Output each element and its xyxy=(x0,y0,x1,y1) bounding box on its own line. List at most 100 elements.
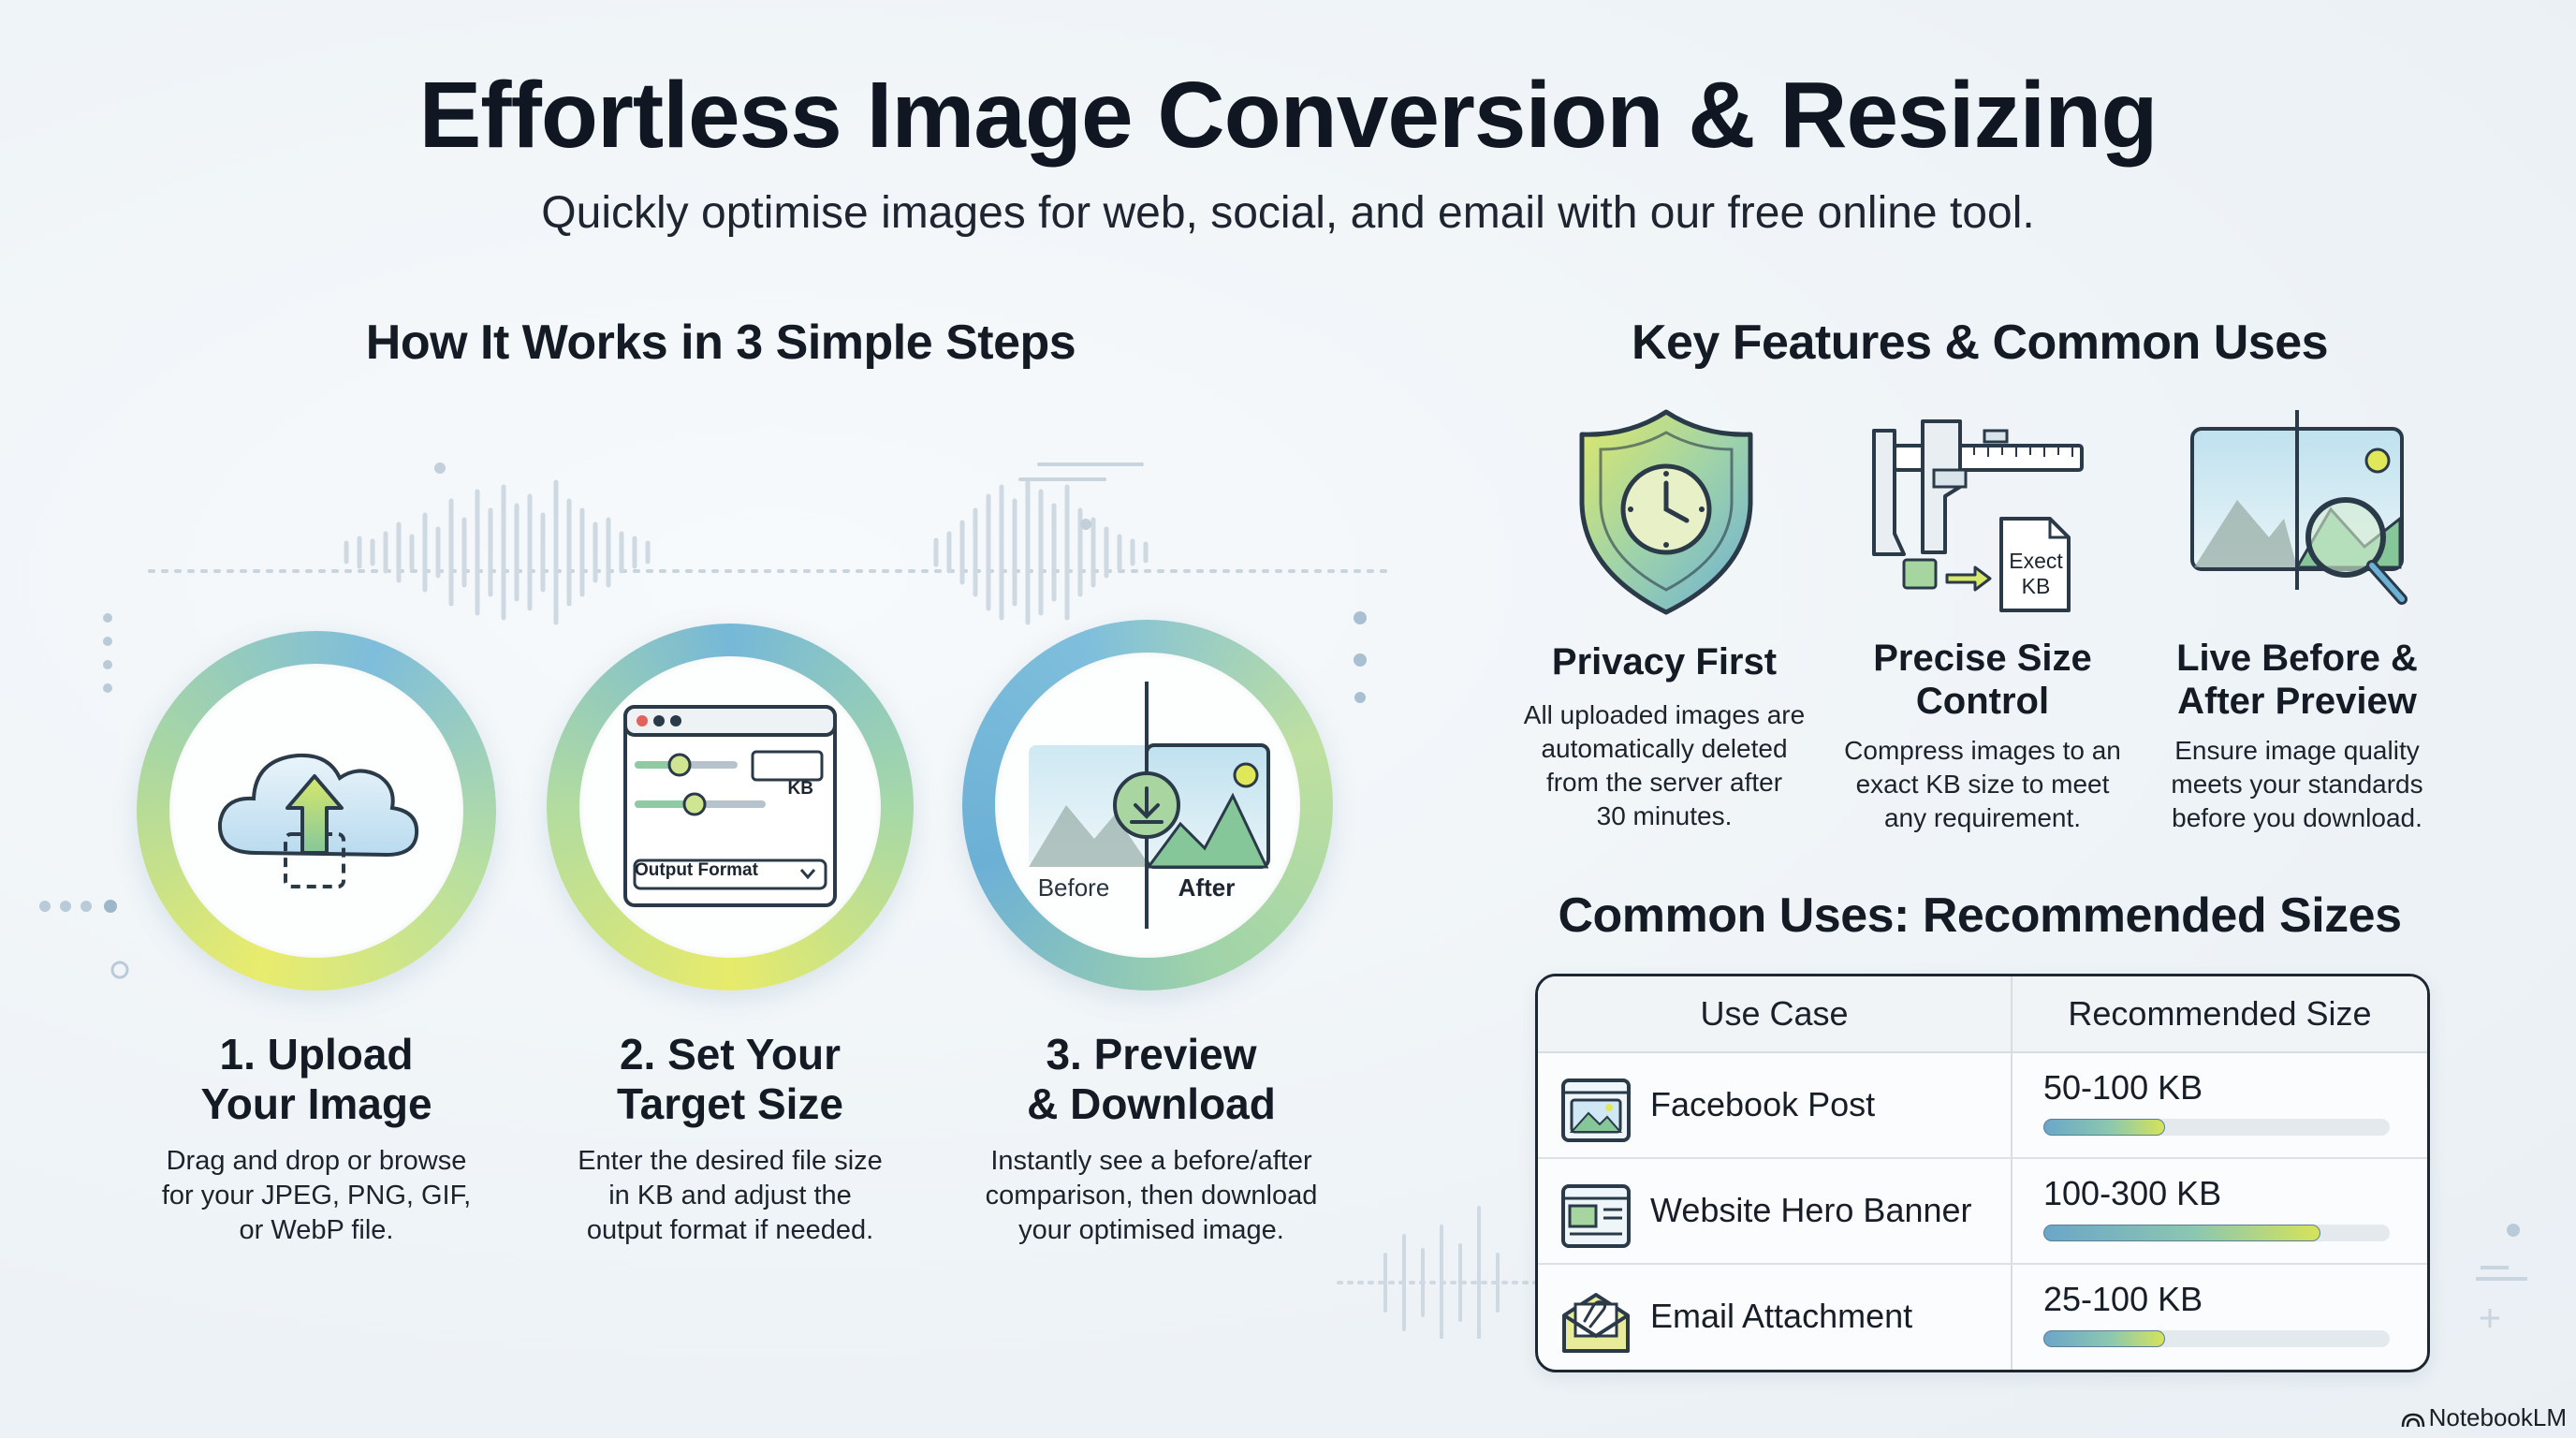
image-magnifier-icon xyxy=(2190,410,2408,605)
file-label-line1: Exect xyxy=(2009,549,2063,573)
step-circle: KB Output Format xyxy=(579,656,881,958)
step-3-title-line2: & Download xyxy=(1027,1079,1276,1128)
feature-2-title: Precise Size Control xyxy=(1814,637,2151,723)
feature-3-description: Ensure image quality meets your standard… xyxy=(2129,734,2466,835)
step-1-title-line1: 1. Upload xyxy=(219,1030,414,1078)
web-banner-icon xyxy=(1561,1184,1631,1248)
feature-1-title-line1: Privacy First xyxy=(1551,641,1778,682)
step-3-desc-line3: your optimised image. xyxy=(1018,1215,1284,1245)
step-1-desc-line3: or WebP file. xyxy=(239,1215,394,1245)
step-circle xyxy=(169,664,463,958)
step-3-desc-line2: comparison, then download xyxy=(985,1181,1318,1211)
use-case-label: Website Hero Banner xyxy=(1650,1191,1972,1229)
step-preview-download: Before After xyxy=(962,620,1333,990)
cloud-upload-icon xyxy=(217,753,419,888)
step-1-description: Drag and drop or browse for your JPEG, P… xyxy=(110,1144,522,1248)
use-case-label: Email Attachment xyxy=(1650,1297,1913,1335)
feature-1-desc-line3: from the server after xyxy=(1545,768,1783,797)
steps-heading: How It Works in 3 Simple Steps xyxy=(365,315,1076,370)
decorative-dots-far-right xyxy=(2476,1224,2527,1328)
caliper-icon xyxy=(1872,419,2084,612)
step-ring xyxy=(137,631,496,990)
table-row: Email Attachment 25-100 KB xyxy=(1538,1263,2427,1369)
decorative-dots-right xyxy=(1354,611,1367,703)
after-label: After xyxy=(1178,873,1236,902)
step-1-title-line2: Your Image xyxy=(200,1079,432,1128)
size-label: 50-100 KB xyxy=(2043,1068,2203,1107)
shield-clock-icon xyxy=(1579,409,1753,615)
feature-3-title-line1: Live Before & xyxy=(2176,638,2418,679)
size-bar-track xyxy=(2043,1330,2390,1347)
feature-2-description: Compress images to an exact KB size to m… xyxy=(1814,734,2151,835)
photo-post-icon xyxy=(1561,1078,1631,1142)
step-1-desc-line2: for your JPEG, PNG, GIF, xyxy=(161,1181,472,1211)
column-header-use-case: Use Case xyxy=(1700,994,1849,1033)
size-label: 100-300 KB xyxy=(2043,1174,2222,1212)
size-bar-track xyxy=(2043,1225,2390,1241)
window-kb-label: KB xyxy=(787,779,813,799)
table-row: Website Hero Banner 100-300 KB xyxy=(1538,1157,2427,1265)
feature-2-title-line1: Precise Size xyxy=(1873,638,2092,679)
feature-1-desc-line1: All uploaded images are xyxy=(1523,700,1806,729)
decorative-waveform-small xyxy=(1337,1206,1565,1339)
step-3-description: Instantly see a before/after comparison,… xyxy=(945,1144,1357,1248)
feature-2-desc-line2: exact KB size to meet xyxy=(1855,770,2110,799)
feature-3-desc-line2: meets your standards xyxy=(2171,770,2423,799)
features-heading: Key Features & Common Uses xyxy=(1631,315,2329,370)
uses-heading: Common Uses: Recommended Sizes xyxy=(1558,888,2402,943)
size-bar-track xyxy=(2043,1119,2390,1136)
page-subtitle: Quickly optimise images for web, social,… xyxy=(541,188,2035,238)
notebooklm-watermark: NotebookLM xyxy=(2401,1403,2567,1432)
step-3-desc-line1: Instantly see a before/after xyxy=(990,1146,1312,1176)
use-case-label: Facebook Post xyxy=(1650,1085,1876,1123)
step-circle: Before After xyxy=(995,653,1300,958)
table-header: Use Case Recommended Size xyxy=(1538,976,2427,1053)
step-1-desc-line1: Drag and drop or browse xyxy=(166,1146,467,1176)
step-upload xyxy=(137,631,496,990)
size-bar-fill xyxy=(2043,1119,2165,1136)
envelope-paperclip-icon xyxy=(1562,1293,1630,1353)
before-label: Before xyxy=(1037,873,1110,902)
step-2-title-line2: Target Size xyxy=(617,1079,843,1128)
feature-2-desc-line1: Compress images to an xyxy=(1844,736,2121,765)
feature-3-desc-line1: Ensure image quality xyxy=(2174,736,2420,765)
notebooklm-logo-icon xyxy=(2401,1405,2425,1428)
feature-3-title-line2: After Preview xyxy=(2177,681,2417,722)
step-ring: KB Output Format xyxy=(547,624,914,990)
feature-3-title: Live Before & After Preview xyxy=(2129,637,2466,723)
step-2-desc-line2: in KB and adjust the xyxy=(608,1181,852,1211)
decorative-dots xyxy=(39,613,129,979)
feature-1-description: All uploaded images are automatically de… xyxy=(1496,698,1833,833)
step-2-desc-line3: output format if needed. xyxy=(586,1215,874,1245)
before-after-download-icon xyxy=(1029,682,1270,929)
feature-2-desc-line3: any requirement. xyxy=(1883,803,2082,832)
size-bar-fill xyxy=(2043,1330,2165,1347)
window-output-format-label: Output Format xyxy=(635,860,758,880)
feature-2-title-line2: Control xyxy=(1915,681,2050,722)
settings-window-icon xyxy=(623,705,837,907)
column-divider xyxy=(2011,976,2012,1370)
recommended-sizes-table: Use Case Recommended Size Facebook Post … xyxy=(1535,974,2430,1372)
feature-3-desc-line3: before you download. xyxy=(2172,803,2422,832)
step-2-title: 2. Set Your Target Size xyxy=(524,1030,936,1129)
page-title: Effortless Image Conversion & Resizing xyxy=(418,63,2159,168)
watermark-text: NotebookLM xyxy=(2428,1403,2567,1431)
feature-1-title: Privacy First xyxy=(1496,640,1833,683)
step-3-title-line1: 3. Preview xyxy=(1046,1030,1257,1078)
decorative-waveform xyxy=(148,462,1387,625)
table-row: Facebook Post 50-100 KB xyxy=(1538,1051,2427,1159)
step-2-desc-line1: Enter the desired file size xyxy=(578,1146,883,1176)
size-label: 25-100 KB xyxy=(2043,1280,2203,1318)
size-bar-fill xyxy=(2043,1225,2320,1241)
step-set-size: KB Output Format xyxy=(547,624,914,990)
step-1-title: 1. Upload Your Image xyxy=(110,1030,522,1129)
step-3-title: 3. Preview & Download xyxy=(945,1030,1357,1129)
feature-1-desc-line4: 30 minutes. xyxy=(1596,801,1733,830)
step-2-description: Enter the desired file size in KB and ad… xyxy=(524,1144,936,1248)
file-kb-label: Exect KB xyxy=(2001,549,2071,599)
step-2-title-line1: 2. Set Your xyxy=(619,1030,842,1078)
feature-1-desc-line2: automatically deleted xyxy=(1541,734,1788,763)
file-label-line2: KB xyxy=(2021,574,2051,598)
step-ring: Before After xyxy=(962,620,1333,990)
column-header-recommended-size: Recommended Size xyxy=(2068,994,2372,1033)
